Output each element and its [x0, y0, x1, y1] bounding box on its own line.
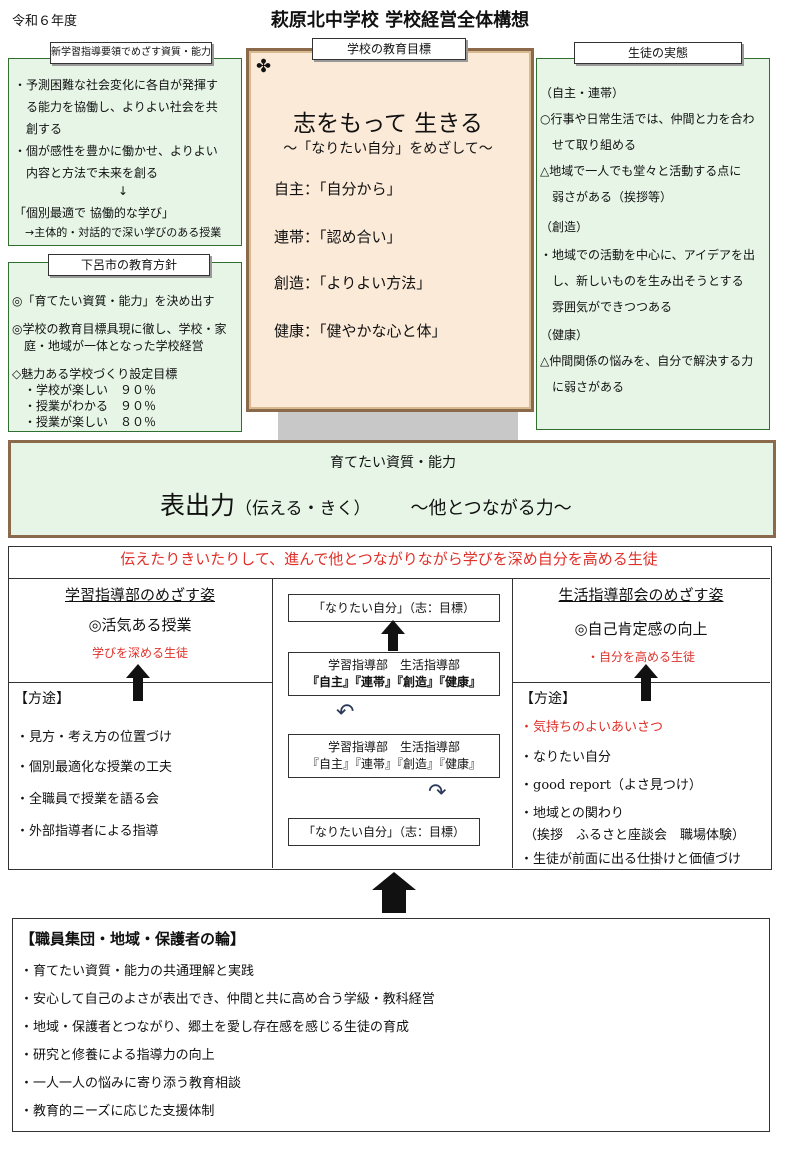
school-emblem-icon: ✤ [256, 56, 272, 77]
study-dept-title: 学習指導部のめざす姿 [64, 586, 215, 604]
study-means-item: ・全職員で授業を語る会 [16, 792, 160, 807]
staff-item: ・地域・保護者とつながり、郷土を愛し存在感を感じる生徒の育成 [20, 1020, 409, 1035]
study-aim-sub: 学びを深める生徒 [91, 646, 188, 660]
policy-line: ・授業が楽しい ８０％ [12, 415, 157, 429]
down-arrow-icon: ↓ [118, 184, 129, 198]
curriculum-line: 「個別最適で 協働的な学び」 [14, 206, 174, 220]
staff-box [12, 918, 770, 1132]
life-means-item: （挨拶 ふるさと座談会 職場体験） [524, 828, 746, 843]
policy-line: ・授業がわかる ９０％ [12, 399, 157, 413]
curriculum-line: ・個が感性を豊かに働かせ、よりよい [14, 144, 218, 158]
goal-item-autonomy: 自主：「自分から」 [274, 180, 402, 198]
ability-paren: （伝える・きく） [235, 499, 371, 519]
policy-line: ◎学校の教育目標具現に徹し、学校・家 [12, 322, 227, 336]
up-arrow-icon [133, 677, 143, 701]
status-line: （自主・連帯） [540, 86, 625, 100]
vision-statement: 伝えたりきいたりして、進んで他とつながりながら学びを深め自分を高める生徒 [120, 550, 658, 568]
policy-line: ・学校が楽しい ９０％ [12, 383, 157, 397]
school-goal-box [246, 48, 534, 412]
flow-goal-top: 「なりたい自分」（志：目標） [288, 594, 500, 622]
study-means-item: ・外部指導者による指導 [16, 824, 159, 839]
divider [512, 578, 513, 868]
life-aim-sub: ・自分を高める生徒 [586, 650, 695, 664]
curriculum-line: 創する [14, 122, 63, 136]
life-means-label: 【方途】 [520, 691, 576, 707]
status-line: に弱さがある [540, 380, 625, 394]
staff-item: ・教育的ニーズに応じた支援体制 [20, 1104, 215, 1119]
page-title: 萩原北中学校 学校経営全体構想 [270, 10, 530, 31]
status-line: 雰囲気ができつつある [540, 300, 673, 314]
school-goal-main: 志をもって 生きる [293, 111, 483, 137]
status-line: ○行事や日常生活では、仲間と力を合わ [540, 112, 755, 126]
status-line: 弱さがある（挨拶等） [540, 190, 673, 204]
staff-item: ・一人一人の悩みに寄り添う教育相談 [20, 1076, 242, 1091]
curriculum-line: 内容と方法で未来を創る [14, 166, 159, 180]
policy-line: 庭・地域が一体となった学校経営 [12, 339, 204, 353]
student-status-tag: 生徒の実態 [574, 42, 742, 64]
life-means-item: ・生徒が前面に出る仕掛けと価値づけ [520, 852, 742, 867]
divider [272, 578, 273, 868]
flow-goal-bottom: 「なりたい自分」（志：目標） [288, 818, 480, 846]
status-line: （創造） [540, 220, 589, 234]
up-arrow-icon [388, 633, 398, 651]
study-means-item: ・個別最適化な授業の工夫 [16, 760, 173, 775]
life-means-item: ・気持ちのよいあいさつ [520, 720, 664, 735]
flow-dept-box: 学習指導部 生活指導部 『自主』『連帯』『創造』『健康』 [288, 734, 500, 778]
divider [8, 578, 770, 579]
flow-dept-values: 『自主』『連帯』『創造』『健康』 [306, 757, 481, 771]
status-line: （健康） [540, 328, 589, 342]
student-status-box [536, 58, 770, 430]
curriculum-line: →主体的・対話的で深い学びのある授業 [14, 226, 222, 239]
curriculum-box [8, 58, 242, 246]
study-means-item: ・見方・考え方の位置づけ [16, 730, 173, 745]
curriculum-tag: 新学習指導要領でめざす資質・能力 [50, 42, 212, 64]
life-aim: ◎自己肯定感の向上 [574, 620, 708, 638]
goal-item-health: 健康：「健やかな心と体」 [274, 322, 447, 340]
goal-item-solidarity: 連帯：「認め合い」 [274, 228, 402, 246]
status-line: △仲間関係の悩みを、自分で解決する力 [540, 354, 754, 368]
curriculum-line: る能力を協働し、よりよい社会を共 [14, 100, 218, 114]
gero-policy-tag: 下呂市の教育方針 [48, 254, 210, 276]
cycle-arrow-icon: ↷ [428, 780, 447, 805]
ability-sub: ～他とつながる力～ [410, 498, 572, 519]
school-goal-tag: 学校の教育目標 [312, 38, 466, 60]
study-aim: ◎活気ある授業 [88, 616, 192, 634]
study-means-label: 【方途】 [14, 691, 70, 707]
staff-item: ・安心して自己のよさが表出でき、仲間と共に高め合う学級・教科経営 [20, 992, 435, 1007]
curriculum-line: ・予測困難な社会変化に各自が発揮す [14, 78, 219, 92]
staff-title: 【職員集団・地域・保護者の輪】 [20, 930, 246, 948]
life-dept-title: 生活指導部会のめざす姿 [558, 586, 724, 604]
up-arrow-icon [381, 620, 405, 634]
flow-dept-names: 学習指導部 生活指導部 [327, 658, 460, 672]
staff-item: ・研究と修養による指導力の向上 [20, 1048, 215, 1063]
gero-policy-box [8, 262, 242, 432]
cycle-arrow-icon: ↶ [336, 700, 355, 725]
up-arrow-icon [382, 889, 406, 913]
ability-band [8, 440, 776, 538]
school-goal-sub: ～「なりたい自分」をめざして～ [283, 141, 493, 157]
up-arrow-icon [634, 664, 658, 678]
flow-dept-box: 学習指導部 生活指導部 『自主』『連帯』『創造』『健康』 [288, 652, 500, 696]
life-means-item: ・good report（よさ見つけ） [520, 778, 702, 793]
status-line: せて取り組める [540, 138, 637, 152]
flow-dept-names: 学習指導部 生活指導部 [327, 740, 460, 754]
staff-item: ・育てたい資質・能力の共通理解と実践 [20, 964, 255, 979]
policy-line: ◎「育てたい資質・能力」を決め出す [12, 294, 215, 308]
up-arrow-icon [126, 664, 150, 678]
ability-label: 育てたい資質・能力 [330, 455, 456, 471]
ability-main-word: 表出力 [160, 491, 236, 520]
up-arrow-icon [641, 677, 651, 701]
vision-frame [8, 546, 772, 870]
status-line: △地域で一人でも堂々と活動する点に [540, 164, 742, 178]
life-means-item: ・地域との関わり [520, 806, 624, 821]
up-arrow-icon [372, 872, 416, 890]
life-means-item: ・なりたい自分 [520, 750, 612, 765]
year-label: 令和６年度 [12, 14, 78, 29]
flow-dept-values: 『自主』『連帯』『創造』『健康』 [306, 675, 481, 689]
goal-item-creativity: 創造：「よりよい方法」 [274, 274, 432, 292]
ability-main: 表出力（伝える・きく） ～他とつながる力～ [160, 486, 572, 522]
status-line: ・地域での活動を中心に、アイデアを出 [540, 248, 756, 262]
status-line: し、新しいものを生み出そうとする [540, 274, 744, 288]
policy-line: ◇魅力ある学校づくり設定目標 [12, 367, 178, 381]
